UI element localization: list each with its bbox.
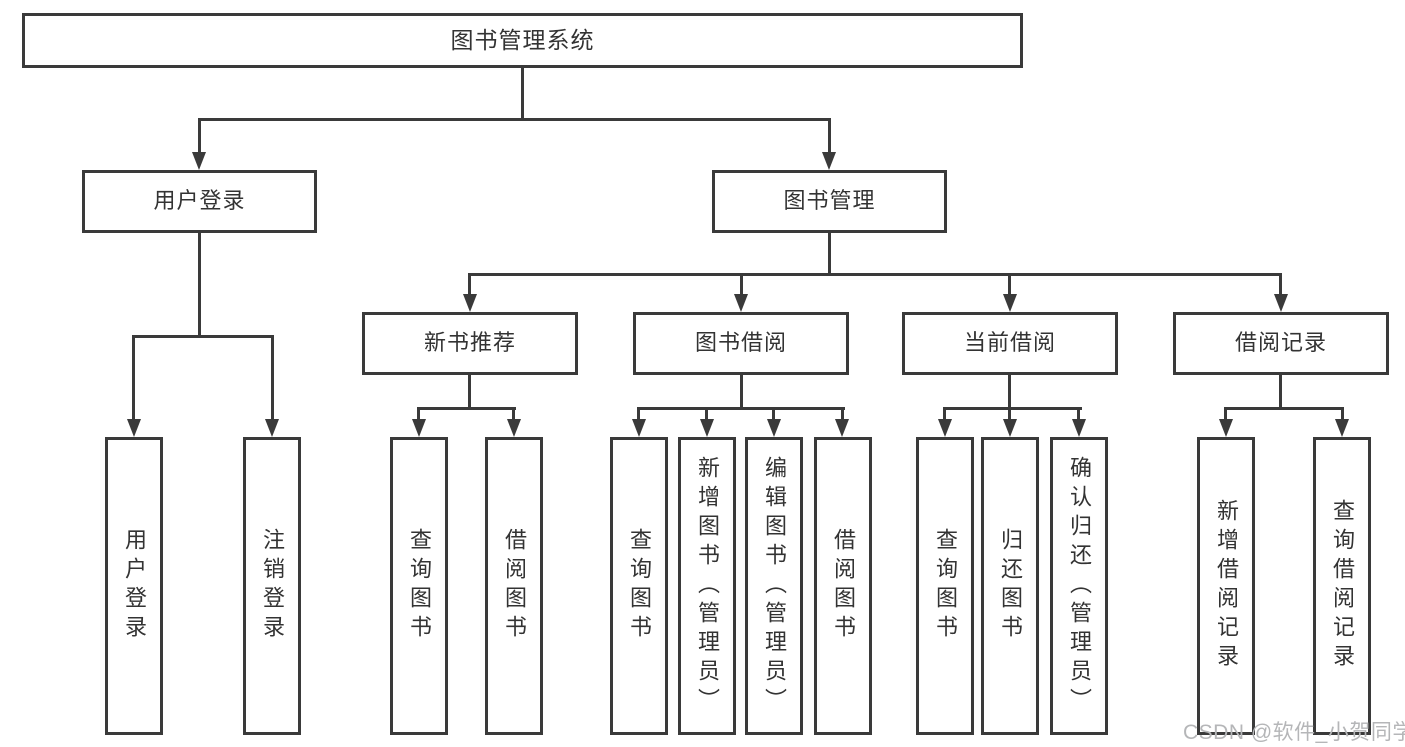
connector-line <box>1279 375 1282 409</box>
connector-line <box>841 407 844 421</box>
node-new-book-recommend: 新书推荐 <box>362 312 578 375</box>
arrowhead-down-icon <box>1219 419 1233 437</box>
arrowhead-down-icon <box>1335 419 1349 437</box>
arrowhead-down-icon <box>463 294 477 312</box>
connector-line <box>417 407 516 410</box>
node-current-borrowing: 当前借阅 <box>902 312 1118 375</box>
node-root-library-system: 图书管理系统 <box>22 13 1023 68</box>
connector-line <box>521 68 524 120</box>
connector-line <box>468 375 471 409</box>
arrowhead-down-icon <box>1274 294 1288 312</box>
leaf-edit-books-admin: 编辑图书（管理员） <box>745 437 803 735</box>
arrowhead-down-icon <box>938 419 952 437</box>
connector-line <box>512 407 515 421</box>
arrowhead-down-icon <box>822 152 836 170</box>
arrowhead-down-icon <box>1072 419 1086 437</box>
connector-line <box>1008 273 1011 296</box>
connector-line <box>740 273 743 296</box>
connector-line <box>943 407 1082 410</box>
node-book-borrowing: 图书借阅 <box>633 312 849 375</box>
leaf-logout: 注销登录 <box>243 437 301 735</box>
connector-line <box>705 407 708 421</box>
arrowhead-down-icon <box>767 419 781 437</box>
arrowhead-down-icon <box>734 294 748 312</box>
leaf-query-books-current: 查询图书 <box>916 437 974 735</box>
leaf-query-books-recommend: 查询图书 <box>390 437 448 735</box>
leaf-query-books-borrowing: 查询图书 <box>610 437 668 735</box>
connector-line <box>468 273 471 296</box>
leaf-user-login: 用户登录 <box>105 437 163 735</box>
leaf-confirm-return-admin: 确认归还（管理员） <box>1050 437 1108 735</box>
connector-line <box>1008 375 1011 409</box>
connector-line <box>271 335 274 421</box>
arrowhead-down-icon <box>700 419 714 437</box>
connector-line <box>468 273 1282 276</box>
leaf-return-books: 归还图书 <box>981 437 1039 735</box>
arrowhead-down-icon <box>507 419 521 437</box>
leaf-borrow-books-recommend: 借阅图书 <box>485 437 543 735</box>
connector-line <box>772 407 775 421</box>
arrowhead-down-icon <box>632 419 646 437</box>
connector-line <box>1008 407 1011 421</box>
connector-line <box>132 335 135 421</box>
connector-line <box>828 233 831 275</box>
arrowhead-down-icon <box>1003 419 1017 437</box>
connector-line <box>637 407 640 421</box>
arrowhead-down-icon <box>835 419 849 437</box>
arrowhead-down-icon <box>412 419 426 437</box>
connector-line <box>943 407 946 421</box>
arrowhead-down-icon <box>192 152 206 170</box>
leaf-query-borrow-record: 查询借阅记录 <box>1313 437 1371 735</box>
arrowhead-down-icon <box>127 419 141 437</box>
connector-line <box>740 375 743 409</box>
connector-line <box>198 118 201 154</box>
node-book-management: 图书管理 <box>712 170 947 233</box>
connector-line <box>637 407 845 410</box>
connector-line <box>1224 407 1344 410</box>
connector-line <box>1341 407 1344 421</box>
leaf-add-borrow-record: 新增借阅记录 <box>1197 437 1255 735</box>
arrowhead-down-icon <box>1003 294 1017 312</box>
connector-line <box>417 407 420 421</box>
connector-line <box>1077 407 1080 421</box>
node-borrowing-records: 借阅记录 <box>1173 312 1389 375</box>
connector-line <box>1224 407 1227 421</box>
leaf-borrow-books: 借阅图书 <box>814 437 872 735</box>
connector-line <box>828 118 831 154</box>
connector-line <box>1279 273 1282 296</box>
connector-line <box>198 118 831 121</box>
node-user-login: 用户登录 <box>82 170 317 233</box>
connector-line <box>132 335 274 338</box>
leaf-add-books-admin: 新增图书（管理员） <box>678 437 736 735</box>
csdn-watermark: CSDN @软件_小贺同学 <box>1183 721 1405 744</box>
connector-line <box>198 233 201 337</box>
arrowhead-down-icon <box>265 419 279 437</box>
